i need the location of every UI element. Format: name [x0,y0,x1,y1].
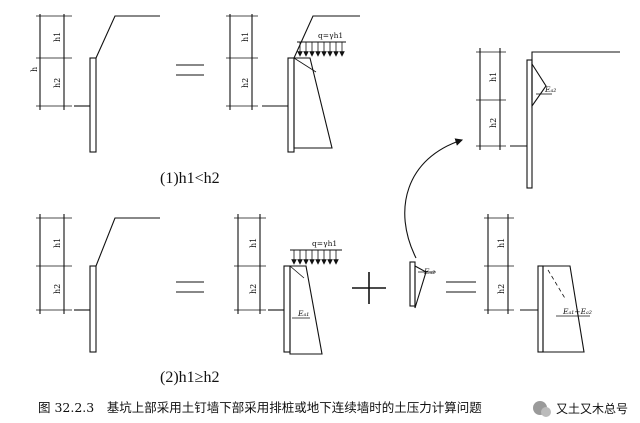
watermark: 又土又木总号 [533,401,628,417]
surcharge-label: q=γh1 [312,239,337,248]
dim-h1: h1 [249,238,258,248]
dim-h2: h2 [249,284,258,294]
row2-profile-diagram: h1 h2 [36,214,160,353]
row2-equals [176,281,204,293]
figure-caption: 图 32.2.3 基坑上部采用土钉墙下部采用排桩或地下连续墙时的土压力计算问题 [38,400,482,415]
dim-h2: h2 [497,284,506,294]
dim-h1: h1 [489,72,498,82]
ea1-label: Eₐ₁ [297,309,309,318]
detail-upper-diagram: h1 h2 Eₐ₂ [476,48,620,189]
surcharge-label: q=γh1 [318,31,343,40]
row2-load-diagram: h1 h2 q=γh1 Eₐ₁ [234,214,342,355]
ea-sum-label: Eₐ₁+Eₐ₂ [562,307,592,316]
plus-sign [352,272,386,304]
dim-h1: h1 [53,32,62,42]
row2-result-diagram: h1 h2 Eₐ₁+Eₐ₂ [484,214,592,353]
transfer-arrow [404,138,464,259]
row1-equals [176,64,204,76]
dim-h1: h1 [497,238,506,248]
dim-h2: h2 [53,78,62,88]
row2-equals-2 [446,281,476,293]
row2-small-triangle: Eₐ₂ [409,261,436,309]
dim-h1: h1 [53,238,62,248]
dim-h2: h2 [241,78,250,88]
ea2-label: Eₐ₂ [423,267,435,276]
row1-load-diagram: h1 h2 q=γh1 [226,14,360,153]
dim-h1: h1 [241,32,250,42]
ea2-label: Eₐ₂ [544,85,556,94]
row1-profile-diagram: h h1 h2 [30,14,160,153]
case1-label: (1)h1<h2 [160,170,220,187]
dim-h2: h2 [489,118,498,128]
case2-label: (2)h1≥h2 [160,369,219,386]
dim-h2: h2 [53,284,62,294]
dim-h: h [30,67,39,72]
watermark-text: 又土又木总号 [556,402,628,416]
